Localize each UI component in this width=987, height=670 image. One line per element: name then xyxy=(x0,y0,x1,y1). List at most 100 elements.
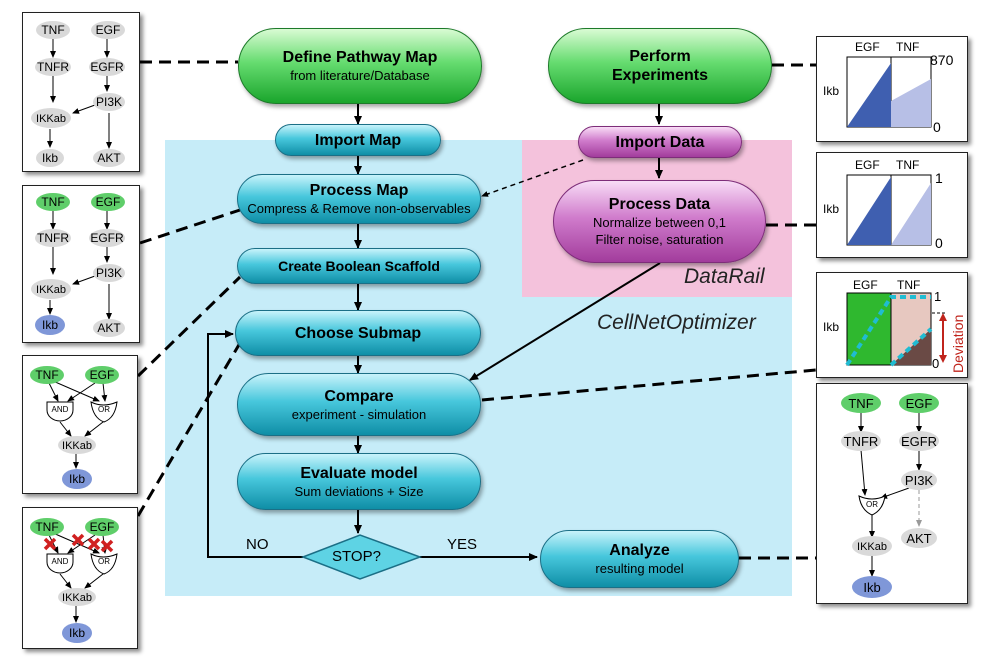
dev-tnf-label: TNF xyxy=(897,278,920,292)
n4-ikb: Ikb xyxy=(69,626,85,640)
import-data-label: Import Data xyxy=(615,133,705,151)
evaluate-model-node: Evaluate model Sum deviations + Size xyxy=(237,453,481,510)
n3-or: OR xyxy=(98,405,110,414)
analyze-sub: resulting model xyxy=(595,561,684,576)
raw-plot-svg: EGF TNF Ikb 870 0 xyxy=(823,40,954,135)
compare-node: Compare experiment - simulation xyxy=(237,373,481,436)
n3-ikkab: IKKab xyxy=(62,440,92,452)
network-2-edges: TNF EGF TNFR EGFR IKKab PI3K Ikb AKT xyxy=(31,193,125,337)
n5-or: OR xyxy=(866,500,878,509)
n1-tnf: TNF xyxy=(41,23,64,37)
n1-egfr: EGFR xyxy=(90,60,124,74)
network-3-edges: TNF EGF AND OR IKKab Ikb xyxy=(30,366,119,489)
perform-experiments-node: Perform Experiments xyxy=(548,28,772,104)
n2-pi3k: PI3K xyxy=(96,266,122,280)
process-data-sub2: Filter noise, saturation xyxy=(595,232,724,247)
n1-pi3k: PI3K xyxy=(96,95,122,109)
network-5-edges: TNF EGF TNFR EGFR PI3K OR IKKab AKT Ikb xyxy=(841,393,939,598)
n1-ikkab: IKKab xyxy=(36,113,66,125)
compare-sub: experiment - simulation xyxy=(291,406,427,422)
deviation-plot-svg: EGF TNF Ikb 1 0 Deviation xyxy=(823,278,966,373)
choose-submap-label: Choose Submap xyxy=(294,324,422,342)
dev-min-label: 0 xyxy=(932,356,939,371)
n2-ikb: Ikb xyxy=(42,318,58,332)
process-map-node: Process Map Compress & Remove non-observ… xyxy=(237,174,481,224)
dev-max-label: 1 xyxy=(934,289,941,304)
cellnetoptimizer-label: CellNetOptimizer xyxy=(597,311,756,334)
network-4-edges: TNF EGF AND OR IKKab Ikb xyxy=(30,518,119,643)
dev-ikb-label: Ikb xyxy=(823,320,839,334)
no-label: NO xyxy=(246,536,269,553)
raw-min-label: 0 xyxy=(933,119,941,135)
raw-ikb-label: Ikb xyxy=(823,84,839,98)
define-sub: from literature/Database xyxy=(290,68,430,83)
network-panel-full: TNF EGF TNFR EGFR IKKab PI3K Ikb AKT xyxy=(22,12,140,172)
normalized-data-plot: EGF TNF Ikb 1 0 xyxy=(816,152,968,258)
deviation-plot: EGF TNF Ikb 1 0 Deviation xyxy=(816,272,968,378)
n1-ikb: Ikb xyxy=(42,151,58,165)
norm-min-label: 0 xyxy=(935,235,943,251)
n1-akt: AKT xyxy=(97,151,121,165)
stop-diamond-shape xyxy=(300,534,423,580)
removed-edge-marks xyxy=(43,533,114,553)
norm-plot-svg: EGF TNF Ikb 1 0 xyxy=(823,158,943,251)
boolean-scaffold-label: Create Boolean Scaffold xyxy=(278,257,440,274)
norm-ikb-label: Ikb xyxy=(823,202,839,216)
n4-tnf: TNF xyxy=(35,520,58,534)
network-panel-submap: TNF EGF AND OR IKKab Ikb xyxy=(22,507,138,649)
n3-and: AND xyxy=(52,405,69,414)
process-data-title: Process Data xyxy=(608,196,711,213)
import-map-node: Import Map xyxy=(275,124,441,156)
n5-egfr: EGFR xyxy=(901,434,937,449)
define-title: Define Pathway Map xyxy=(282,49,438,66)
norm-max-label: 1 xyxy=(935,170,943,186)
n2-tnfr: TNFR xyxy=(37,231,69,245)
evaluate-title: Evaluate model xyxy=(300,464,418,482)
norm-tnf-label: TNF xyxy=(896,158,919,172)
n5-tnfr: TNFR xyxy=(844,434,879,449)
n1-egf: EGF xyxy=(96,23,121,37)
import-map-label: Import Map xyxy=(314,131,402,149)
n5-egf: EGF xyxy=(906,396,933,411)
raw-data-plot: EGF TNF Ikb 870 0 xyxy=(816,36,968,142)
stop-label: STOP? xyxy=(332,548,381,565)
evaluate-sub: Sum deviations + Size xyxy=(294,483,424,499)
n4-ikkab: IKKab xyxy=(62,592,92,604)
define-pathway-map-node: Define Pathway Map from literature/Datab… xyxy=(238,28,482,104)
n3-egf: EGF xyxy=(90,368,115,382)
flow-arrows xyxy=(207,104,663,561)
n5-pi3k: PI3K xyxy=(905,473,934,488)
n4-or: OR xyxy=(98,557,110,566)
n3-tnf: TNF xyxy=(35,368,58,382)
yes-label: YES xyxy=(447,536,478,553)
n5-ikb: Ikb xyxy=(863,580,880,595)
perform-line2: Experiments xyxy=(611,67,709,84)
perform-line1: Perform xyxy=(629,48,691,65)
network-panel-result: TNF EGF TNFR EGFR PI3K OR IKKab AKT Ikb xyxy=(816,383,968,604)
norm-egf-label: EGF xyxy=(855,158,880,172)
import-data-node: Import Data xyxy=(578,126,742,158)
n4-and: AND xyxy=(52,557,69,566)
n4-egf: EGF xyxy=(90,520,115,534)
process-map-sub: Compress & Remove non-observables xyxy=(247,201,471,216)
n2-egf: EGF xyxy=(96,195,121,209)
process-map-title: Process Map xyxy=(309,182,409,199)
datarail-label: DataRail xyxy=(684,265,765,288)
n5-akt: AKT xyxy=(906,531,931,546)
raw-max-label: 870 xyxy=(930,52,954,68)
n3-ikb: Ikb xyxy=(69,472,85,486)
raw-tnf-label: TNF xyxy=(896,40,919,54)
n2-akt: AKT xyxy=(97,321,121,335)
n2-tnf: TNF xyxy=(41,195,64,209)
n5-tnf: TNF xyxy=(848,396,873,411)
choose-submap-node: Choose Submap xyxy=(235,310,481,356)
compare-title: Compare xyxy=(324,387,394,405)
process-data-node: Process Data Normalize between 0,1 Filte… xyxy=(553,180,766,263)
panel-connectors xyxy=(136,60,817,560)
dev-egf-label: EGF xyxy=(853,278,878,292)
analyze-title: Analyze xyxy=(609,542,670,559)
n2-ikkab: IKKab xyxy=(36,284,66,296)
n2-egfr: EGFR xyxy=(90,231,124,245)
